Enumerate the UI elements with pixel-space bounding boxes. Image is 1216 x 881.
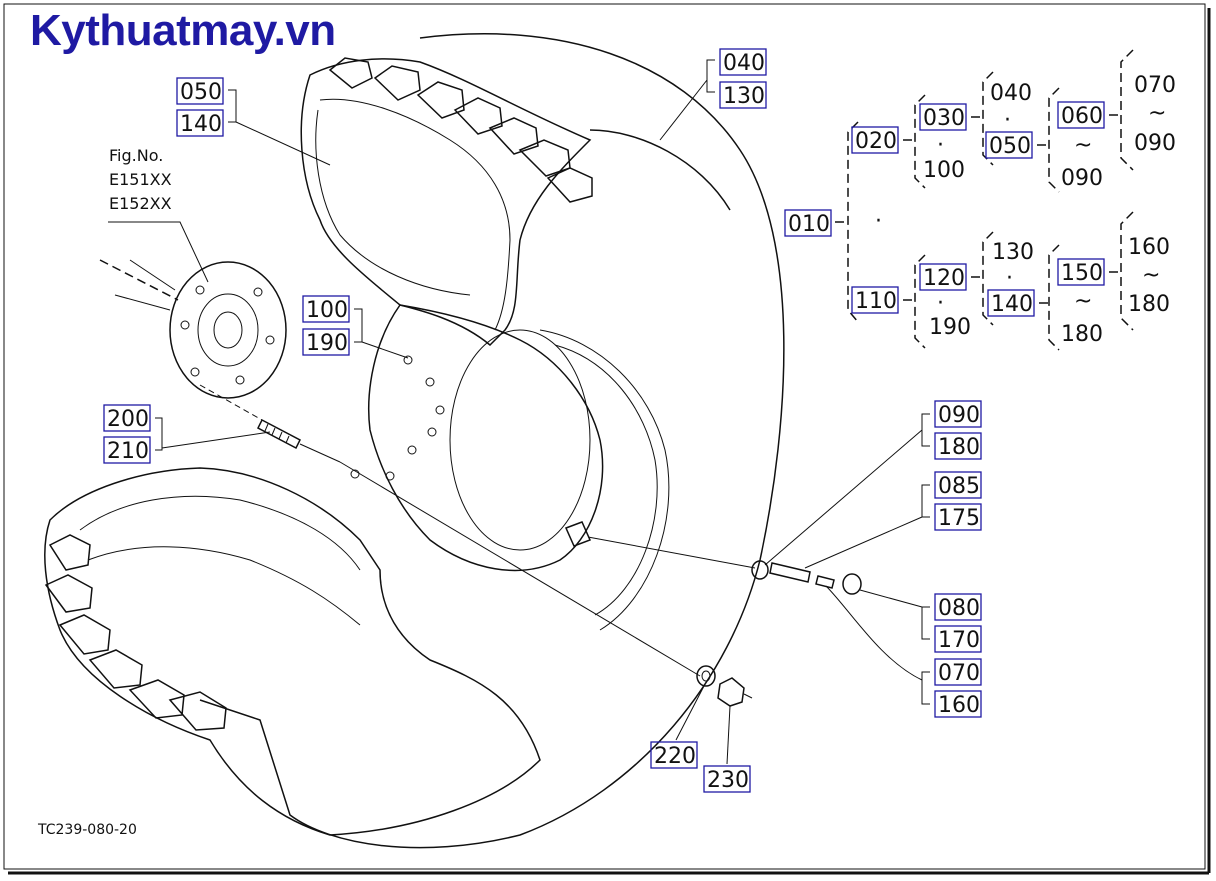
tree-130: 130 [992,240,1034,265]
callout-label-210: 210 [107,439,149,464]
tree-tilde-a: ~ [1074,133,1092,158]
tree-070: 070 [1134,73,1176,98]
tree-030: 030 [923,106,965,131]
part-tree: 010 · 020 030 · 100 040 · 050 060 ~ 090 … [784,49,1176,351]
callout-220: 220 [650,685,705,769]
tire-back-edge [589,129,731,211]
lower-tire-section [44,467,541,836]
callout-085-175: 085 175 [804,471,982,569]
tire-outer-profile [199,33,785,849]
tree-dot-b: · [937,133,944,158]
upper-inner-bead [319,98,511,331]
tree-190: 190 [929,315,971,340]
tree-tilde-b: ~ [1148,101,1166,126]
callout-label-070: 070 [938,661,980,686]
washer-nut [339,461,753,707]
wheel-stud [199,384,341,463]
hub-flange [99,259,287,399]
callout-100-190: 100 190 [302,295,409,359]
tree-dot-e: · [1006,266,1013,291]
callout-label-220: 220 [654,744,696,769]
callout-label-050: 050 [180,80,222,105]
callout-label-180: 180 [938,435,980,460]
page-border [3,3,1206,870]
callout-label-090: 090 [938,403,980,428]
callout-label-190: 190 [306,331,348,356]
figure-ref-2: E152XX [109,194,172,213]
callout-090-180: 090 180 [764,400,982,566]
upper-tread-lugs [328,57,593,203]
callout-070-160: 070 160 [825,585,982,718]
valve-assembly [564,521,862,595]
rim-inner-ring [554,344,658,616]
callout-label-200: 200 [107,407,149,432]
brand-watermark: Kythuatmay.vn [30,6,336,55]
callout-label-175: 175 [938,506,980,531]
tree-110: 110 [855,289,897,314]
tree-dot-d: · [937,291,944,316]
tree-120: 120 [923,266,965,291]
tree-tilde-d: ~ [1142,263,1160,288]
upper-tire-section [300,58,592,347]
tree-050: 050 [989,134,1031,159]
upper-inner-wall [315,109,471,296]
callout-label-100: 100 [306,298,348,323]
tree-160: 160 [1128,235,1170,260]
callout-200-210: 200 210 [103,404,271,464]
lower-inner-bead [79,495,361,571]
figure-ref-1: E151XX [109,170,172,189]
tire-illustration [44,33,862,849]
tree-020: 020 [855,129,897,154]
callout-label-160: 160 [938,693,980,718]
tree-040: 040 [990,81,1032,106]
tree-150: 150 [1061,261,1103,286]
callout-label-040: 040 [723,51,765,76]
callout-040-130: 040 130 [659,48,767,141]
callout-label-230: 230 [707,768,749,793]
rim-bolt-holes [350,355,445,481]
figure-number-label: Fig.No. [109,146,164,165]
tree-dot-c: · [1004,108,1011,133]
rim-disc [368,304,604,572]
lower-tread-lugs [44,534,227,731]
tree-060: 060 [1061,104,1103,129]
callout-050-140: 050 140 [176,77,331,166]
rim-outer-ring [539,329,670,631]
tree-090: 090 [1061,166,1103,191]
tree-dot-a: · [875,209,882,234]
callout-label-140: 140 [180,112,222,137]
rim-center-bore [449,329,591,551]
tree-180: 180 [1061,322,1103,347]
tree-180b: 180 [1128,292,1170,317]
tree-tilde-c: ~ [1074,289,1092,314]
callout-080-170: 080 170 [859,589,982,653]
tree-100: 100 [923,158,965,183]
callout-label-085: 085 [938,474,980,499]
drawing-code: TC239-080-20 [38,822,137,838]
callout-label-080: 080 [938,596,980,621]
tree-140: 140 [991,292,1033,317]
tree-root-010: 010 [788,212,830,237]
callout-label-130: 130 [723,84,765,109]
callout-230: 230 [703,705,751,793]
callout-label-170: 170 [938,628,980,653]
tree-090b: 090 [1134,131,1176,156]
lower-inner-wall [87,546,361,626]
